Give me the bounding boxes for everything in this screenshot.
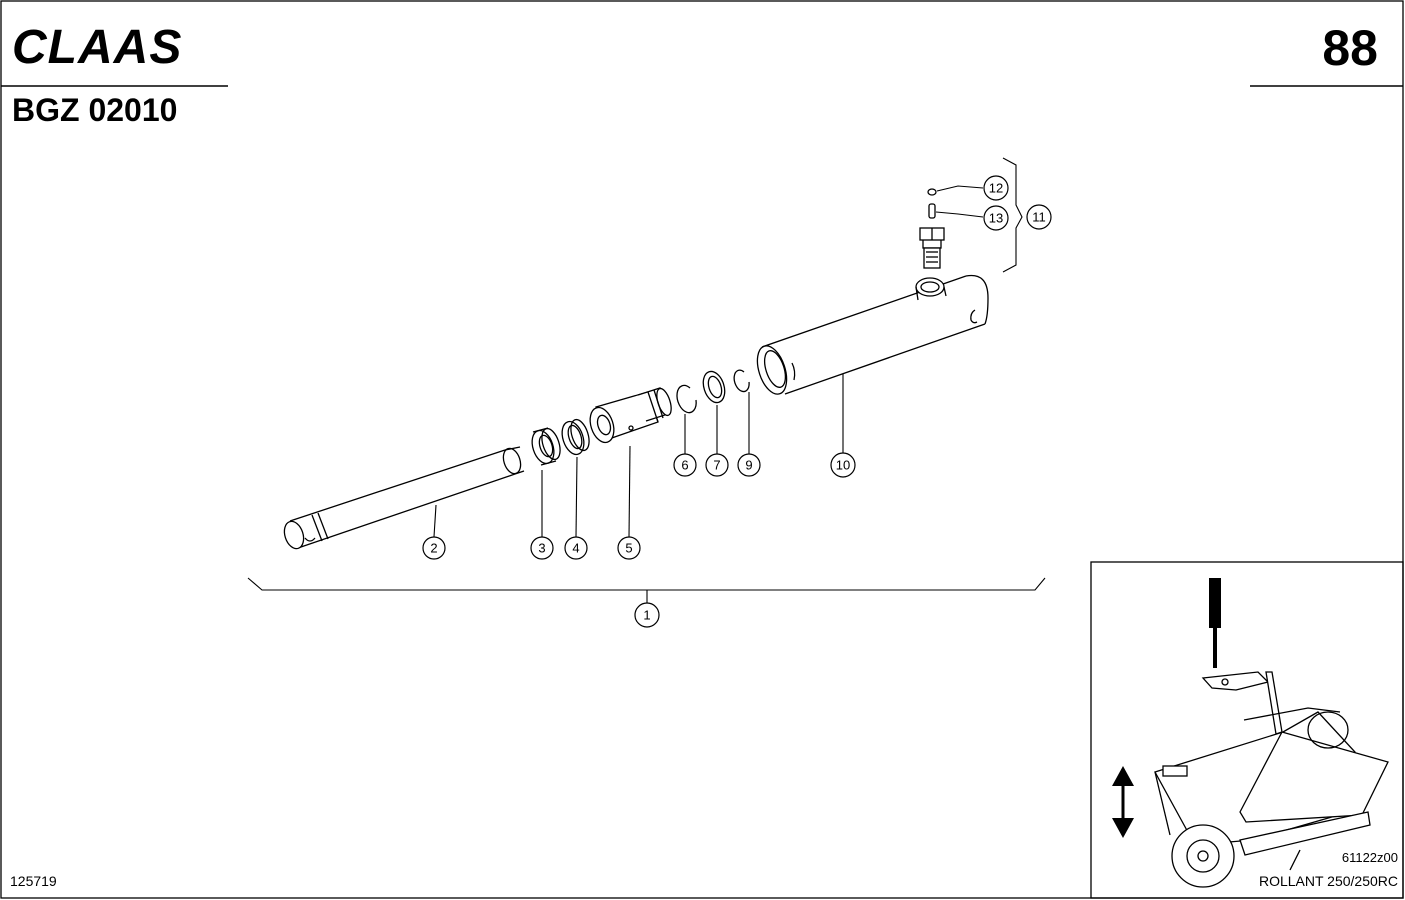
callout-6: 6 [673, 453, 697, 477]
svg-text:6: 6 [681, 458, 688, 473]
spring-13 [928, 203, 936, 219]
grease-fitting-11 [919, 227, 945, 269]
cylinder-tube-10 [756, 274, 989, 395]
svg-text:2: 2 [430, 541, 437, 556]
seal-ring-3 [531, 427, 561, 466]
callout-13: 13 [983, 205, 1009, 231]
svg-text:4: 4 [572, 541, 579, 556]
up-down-arrow-icon [1112, 766, 1134, 838]
snap-ring-6 [676, 384, 697, 414]
piston-rod [283, 446, 525, 550]
callout-5: 5 [617, 536, 641, 560]
svg-text:13: 13 [989, 211, 1003, 226]
callout-12: 12 [983, 175, 1009, 201]
piston-5 [589, 387, 672, 444]
ball-12 [927, 188, 937, 196]
inset-cylinder [1209, 578, 1221, 628]
drawing-number: 125719 [10, 873, 57, 889]
callout-4: 4 [564, 536, 588, 560]
inset-wheel [1171, 824, 1235, 888]
callout-11: 11 [1026, 204, 1052, 230]
group-code: BGZ 02010 [12, 92, 177, 128]
exploded-view [283, 188, 989, 550]
svg-text:3: 3 [538, 541, 545, 556]
svg-text:1: 1 [643, 608, 650, 623]
seal-ring-4 [561, 418, 590, 456]
callout-7: 7 [705, 453, 729, 477]
inset-location-view: 61122z00 ROLLANT 250/250RC [1090, 561, 1404, 899]
inset-reference: 61122z00 [1342, 850, 1398, 865]
svg-text:10: 10 [836, 458, 850, 473]
svg-text:5: 5 [625, 541, 632, 556]
svg-text:12: 12 [989, 181, 1003, 196]
callout-3: 3 [530, 536, 554, 560]
seal-ring-7 [702, 370, 726, 404]
inset-frame [1090, 561, 1404, 899]
callout-10: 10 [830, 452, 856, 478]
page-number: 88 [1322, 20, 1378, 76]
inset-model: ROLLANT 250/250RC [1259, 873, 1398, 889]
callout-leaders [247, 157, 1046, 603]
callout-9: 9 [737, 453, 761, 477]
svg-text:9: 9 [745, 458, 752, 473]
callout-2: 2 [422, 536, 446, 560]
svg-text:11: 11 [1032, 210, 1046, 225]
callout-1: 1 [634, 602, 660, 628]
brand-logo: CLAAS [12, 21, 182, 74]
svg-text:7: 7 [713, 458, 720, 473]
ring-9 [733, 369, 750, 393]
